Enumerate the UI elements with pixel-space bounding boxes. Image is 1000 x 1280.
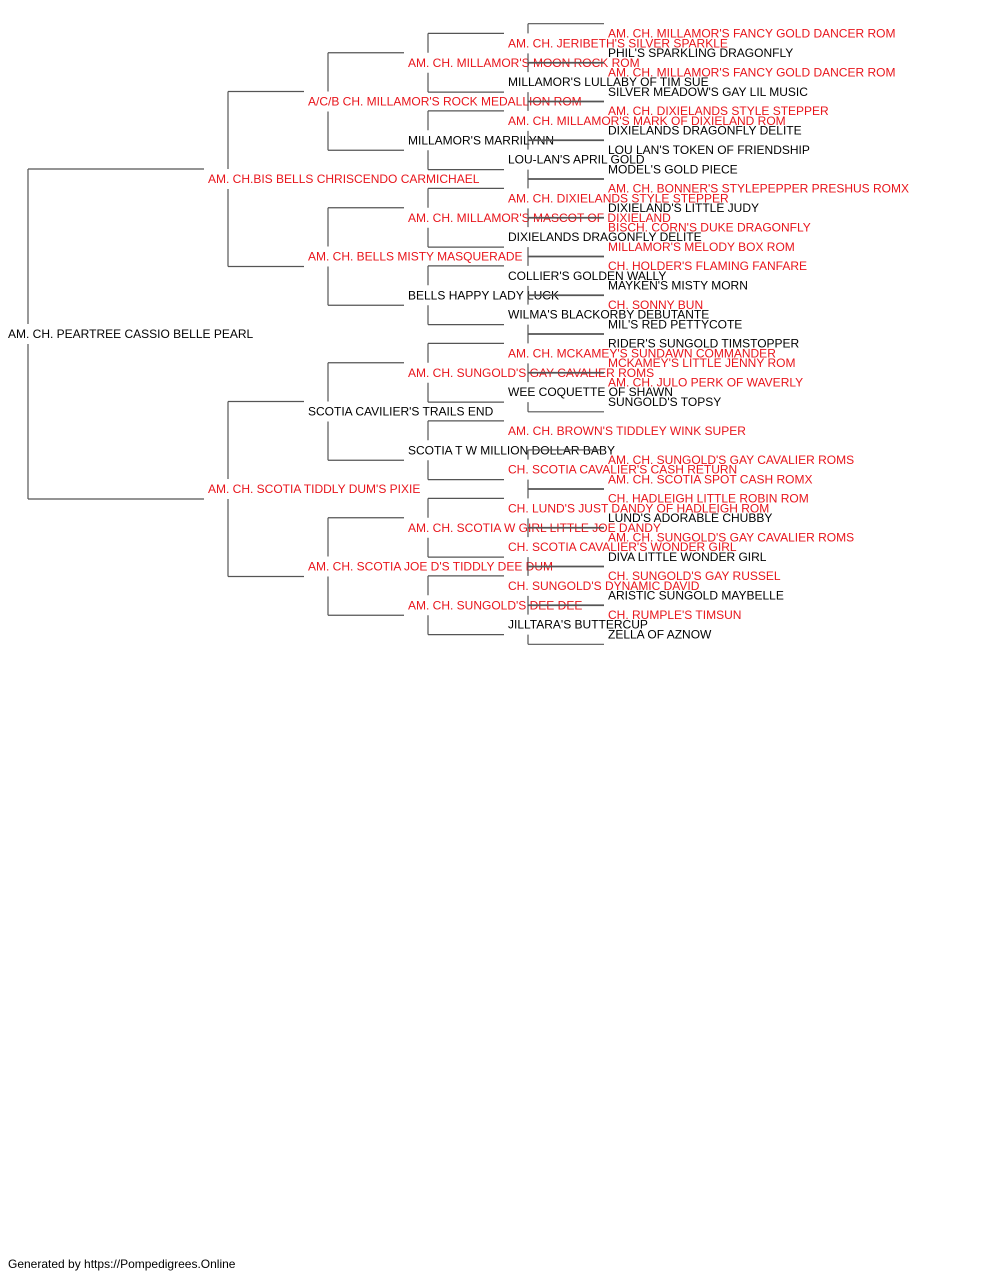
dog-name-label: AM. CH. BONNER'S STYLEPEPPER PRESHUS ROM… xyxy=(608,182,909,196)
dog-name-label: CH. SONNY BUN xyxy=(608,298,703,312)
dog-name-label: AM. CH. JERIBETH'S SILVER SPARKLE xyxy=(508,36,728,50)
dog-name-label: AM. CH. MCKAMEY'S SUNDAWN COMMANDER xyxy=(508,346,776,360)
dog-name-label: BISCH. CORN'S DUKE DRAGONFLY xyxy=(608,220,811,234)
dog-name-label: MILLAMOR'S MELODY BOX ROM xyxy=(608,240,795,254)
dog-name-label: AM. CH. SUNGOLD'S GAY CAVALIER ROMS xyxy=(608,530,854,544)
dog-name-label: A/C/B CH. MILLAMOR'S ROCK MEDALLION ROM xyxy=(308,95,582,109)
dog-name-label: AM. CH. SCOTIA TIDDLY DUM'S PIXIE xyxy=(208,482,420,496)
dog-name-label: CH. SUNGOLD'S GAY RUSSEL xyxy=(608,569,781,583)
dog-name-label: DIXIELANDS DRAGONFLY DELITE xyxy=(508,230,702,244)
dog-name-label: AM. CH. DIXIELANDS STYLE STEPPER xyxy=(608,104,829,118)
dog-name-label: AM. CH. SCOTIA JOE D'S TIDDLY DEE DUM xyxy=(308,560,553,574)
dog-name-label: CH. HOLDER'S FLAMING FANFARE xyxy=(608,259,807,273)
dog-name-label: PHIL'S SPARKLING DRAGONFLY xyxy=(608,46,793,60)
dog-name-label: ARISTIC SUNGOLD MAYBELLE xyxy=(608,589,784,603)
dog-name-label: RIDER'S SUNGOLD TIMSTOPPER xyxy=(608,337,800,351)
dog-name-label: AM. CH. SUNGOLD'S DEE DEE xyxy=(408,598,582,612)
dog-name-label: SUNGOLD'S TOPSY xyxy=(608,395,721,409)
dog-name-label: LOU LAN'S TOKEN OF FRIENDSHIP xyxy=(608,143,810,157)
dog-name-label: MILLAMOR'S LULLABY OF TIM SUE xyxy=(508,75,709,89)
dog-name-label: MAYKEN'S MISTY MORN xyxy=(608,279,748,293)
dog-name-label: CH. SUNGOLD'S DYNAMIC DAVID xyxy=(508,579,700,593)
dog-name-label: COLLIER'S GOLDEN WALLY xyxy=(508,269,666,283)
dog-name-label: ZELLA OF AZNOW xyxy=(608,627,712,641)
dog-name-label: SILVER MEADOW'S GAY LIL MUSIC xyxy=(608,85,808,99)
dog-name-label: AM. CH. SUNGOLD'S GAY CAVALIER ROMS xyxy=(608,453,854,467)
dog-name-label: AM. CH. MILLAMOR'S MOON ROCK ROM xyxy=(408,56,640,70)
dog-name-label: AM. CH. SCOTIA SPOT CASH ROMX xyxy=(608,472,812,486)
dog-name-label: LUND'S ADORABLE CHUBBY xyxy=(608,511,772,525)
dog-name-label: MCKAMEY'S LITTLE JENNY ROM xyxy=(608,356,795,370)
dog-name-label: DIXIELAND'S LITTLE JUDY xyxy=(608,201,759,215)
dog-name-label: MIL'S RED PETTYCOTE xyxy=(608,317,742,331)
dog-name-label: DIXIELANDS DRAGONFLY DELITE xyxy=(608,124,802,138)
dog-name-label: AM. CH. PEARTREE CASSIO BELLE PEARL xyxy=(8,327,254,341)
dog-name-label: CH. HADLEIGH LITTLE ROBIN ROM xyxy=(608,492,809,506)
dog-name-label: SCOTIA CAVILIER'S TRAILS END xyxy=(308,405,494,419)
dog-name-label: MILLAMOR'S MARRILYNN xyxy=(408,133,554,147)
dog-name-label: AM. CH. JULO PERK OF WAVERLY xyxy=(608,375,803,389)
dog-name-label: MODEL'S GOLD PIECE xyxy=(608,162,738,176)
dog-name-label: JILLTARA'S BUTTERCUP xyxy=(508,618,648,632)
dog-name-label: CH. SCOTIA CAVALIER'S CASH RETURN xyxy=(508,463,737,477)
dog-name-label: AM. CH. BELLS MISTY MASQUERADE xyxy=(308,250,523,264)
dog-name-label: AM. CH. MILLAMOR'S MARK OF DIXIELAND ROM xyxy=(508,114,786,128)
dog-name-label: AM. CH. DIXIELANDS STYLE STEPPER xyxy=(508,191,729,205)
dog-name-label: DIVA LITTLE WONDER GIRL xyxy=(608,550,767,564)
dog-name-label: WEE COQUETTE OF SHAWN xyxy=(508,385,673,399)
dog-name-label: CH. SCOTIA CAVALIER'S WONDER GIRL xyxy=(508,540,737,554)
dog-name-label: AM. CH. BROWN'S TIDDLEY WINK SUPER xyxy=(508,424,746,438)
dog-name-label: BELLS HAPPY LADY LUCK xyxy=(408,288,559,302)
dog-name-label: AM. CH.BIS BELLS CHRISCENDO CARMICHAEL xyxy=(208,172,480,186)
dog-name-label: AM. CH. MILLAMOR'S FANCY GOLD DANCER ROM xyxy=(608,27,895,41)
dog-name-label: WILMA'S BLACKORBY DEBUTANTE xyxy=(508,308,709,322)
dog-name-label: AM. CH. MILLAMOR'S FANCY GOLD DANCER ROM xyxy=(608,65,895,79)
dog-name-label: CH. RUMPLE'S TIMSUN xyxy=(608,608,741,622)
generated-by-footer: Generated by https://Pompedigrees.Online xyxy=(8,1257,236,1271)
dog-name-label: SCOTIA T W MILLION DOLLAR BABY xyxy=(408,443,615,457)
dog-name-label: CH. LUND'S JUST DANDY OF HADLEIGH ROM xyxy=(508,501,769,515)
dog-name-label: LOU-LAN'S APRIL GOLD xyxy=(508,153,645,167)
